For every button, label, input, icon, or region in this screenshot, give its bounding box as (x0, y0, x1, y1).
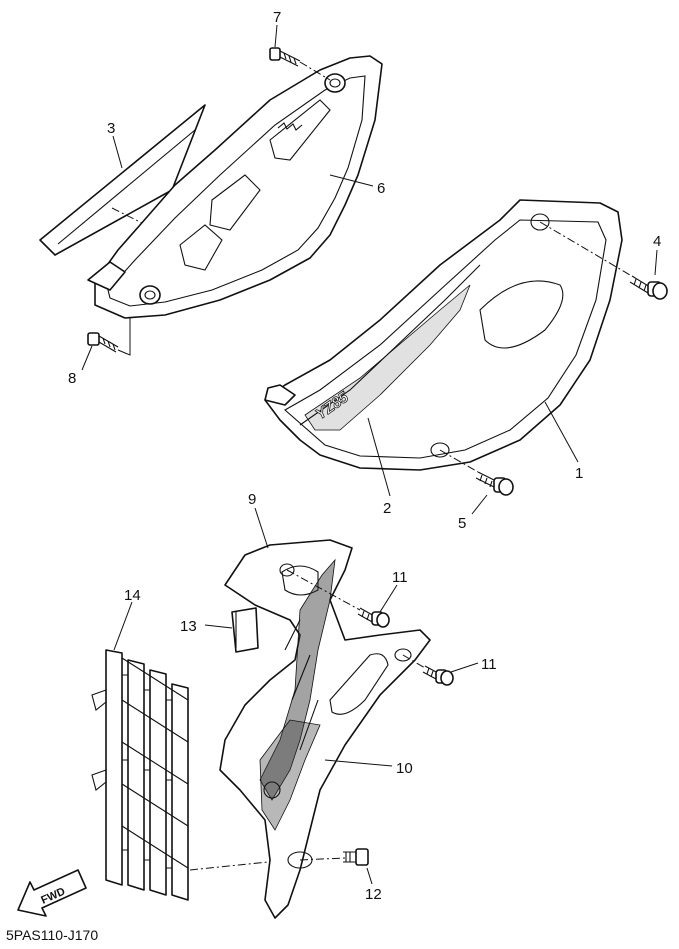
diagram-code: 5PAS110-J170 (6, 927, 98, 943)
callout-8: 8 (68, 370, 76, 387)
bolt-7[interactable] (269, 47, 301, 67)
callout-10: 10 (396, 760, 413, 777)
callout-11-lower: 11 (481, 656, 497, 673)
leader-8 (81, 345, 93, 371)
part-13-pad[interactable] (231, 607, 259, 653)
callout-12: 12 (365, 886, 382, 903)
callout-1: 1 (575, 465, 583, 482)
leader-13 (204, 624, 233, 629)
bolt-5[interactable] (475, 471, 514, 496)
leader-5 (471, 494, 488, 515)
callout-11-upper: 11 (392, 569, 408, 586)
callout-4: 4 (653, 233, 661, 250)
part-6-number-plate[interactable] (87, 55, 383, 319)
callout-9: 9 (248, 491, 256, 508)
callout-2: 2 (383, 500, 391, 517)
callout-3: 3 (107, 120, 115, 137)
leader-14 (113, 601, 133, 651)
leader-2 (367, 417, 391, 497)
leader-5-dash (439, 449, 479, 473)
leader-4 (654, 249, 658, 276)
leader-10 (324, 759, 393, 767)
callout-14: 14 (124, 587, 141, 604)
leader-3 (112, 135, 123, 169)
part-10-radiator-shroud[interactable] (219, 539, 431, 919)
fwd-arrow-icon: FWD (17, 869, 87, 917)
bolt-8[interactable] (87, 332, 119, 353)
leader-8 (117, 318, 131, 356)
callout-5: 5 (458, 515, 466, 532)
leader-4-dash (539, 221, 631, 276)
part-14-louver[interactable] (91, 649, 189, 901)
callout-7: 7 (273, 9, 281, 26)
leader-11b-dash (402, 654, 426, 669)
leader-7-dash (299, 61, 331, 81)
bolt-11-upper[interactable] (357, 607, 390, 628)
leader-12-dash (299, 857, 346, 861)
bolt-11-lower[interactable] (422, 665, 454, 686)
leader-6 (329, 174, 374, 187)
bolt-4[interactable] (629, 275, 668, 300)
callout-13: 13 (180, 618, 197, 635)
leader-12 (366, 867, 373, 885)
bolt-12[interactable] (343, 848, 369, 866)
leader-11-lower (450, 662, 479, 673)
leader-7 (274, 24, 278, 48)
callout-6: 6 (377, 180, 385, 197)
leader-11-upper (379, 584, 398, 613)
leader-1 (544, 401, 579, 463)
part-1-side-cover[interactable]: YZ85 (264, 199, 623, 471)
leader-9 (254, 507, 269, 549)
leader-14-dash (189, 861, 269, 871)
leader-11a-dash (286, 569, 361, 611)
